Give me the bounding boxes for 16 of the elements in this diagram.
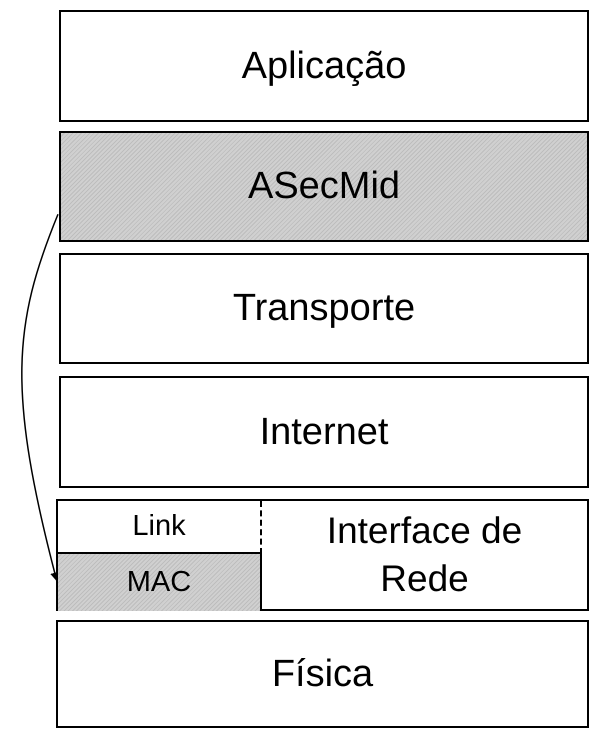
layer-box	[59, 253, 589, 364]
layer-label: Internet	[260, 410, 388, 454]
layer-label: Link	[132, 510, 186, 543]
layer-box	[59, 131, 589, 242]
layer-label: Aplicação	[242, 44, 406, 88]
layer-label: MAC	[126, 566, 192, 599]
layer-box	[59, 10, 589, 122]
layer-box	[59, 376, 589, 488]
layer-label: Interface de Rede	[326, 508, 524, 601]
layer-box	[56, 620, 589, 728]
layer-box	[56, 499, 589, 611]
layer-label: Transporte	[232, 287, 416, 330]
layer-label: ASecMid	[248, 165, 400, 208]
sublayer-box	[58, 552, 262, 611]
curved-arrow	[21, 214, 60, 582]
layer-label: Física	[272, 652, 374, 696]
